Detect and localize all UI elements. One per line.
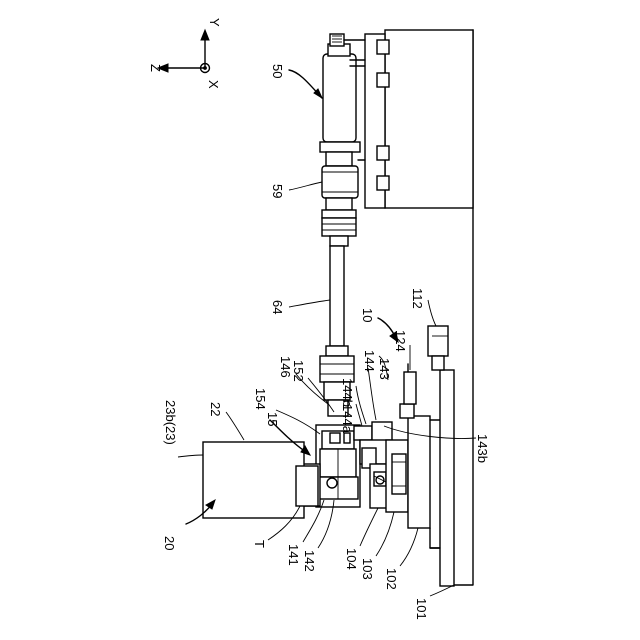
reducer-output	[326, 198, 352, 210]
label-104: 104	[344, 548, 359, 570]
mount-bolt-3	[377, 146, 389, 160]
label-22: 22	[208, 402, 223, 416]
label-T: T	[252, 540, 267, 548]
reducer-59	[322, 166, 358, 198]
y-axis-label: Y	[207, 18, 222, 27]
label-144b: 144b	[340, 378, 355, 407]
shaft-collar-bottom	[326, 346, 348, 356]
table-102	[408, 416, 430, 528]
table-assembly	[386, 326, 454, 586]
label-154: 154	[253, 388, 268, 410]
label-64: 64	[270, 300, 285, 314]
axis-indicator: Y Z X	[148, 18, 222, 89]
part-144a	[354, 426, 372, 440]
table-101-rail	[440, 370, 454, 586]
mount-bolt-4	[377, 176, 389, 190]
shaft-body	[330, 246, 344, 346]
label-10: 10	[360, 308, 375, 322]
label-102: 102	[384, 568, 399, 590]
label-144: 144	[362, 350, 377, 372]
column-22	[203, 442, 318, 518]
label-144a: 144a	[340, 404, 355, 434]
coupling-neck	[326, 152, 352, 166]
label-15: 15	[265, 412, 280, 426]
label-101: 101	[414, 598, 429, 620]
column-23b	[203, 442, 304, 518]
x-axis-dot	[204, 67, 207, 70]
label-142: 142	[302, 550, 317, 572]
motor-body	[323, 54, 356, 142]
holder-socket	[330, 433, 340, 443]
label-143b: 143b	[475, 434, 490, 463]
label-152: 152	[291, 360, 306, 382]
x-axis-label: X	[206, 80, 221, 89]
label-50: 50	[270, 64, 285, 78]
feed-nut-124	[400, 404, 414, 418]
label-103: 103	[360, 558, 375, 580]
label-141: 141	[286, 544, 301, 566]
feed-screw-124	[404, 372, 416, 404]
label-124: 124	[393, 330, 408, 352]
feed-motor-112	[428, 326, 448, 356]
drive-housing	[385, 30, 473, 208]
drive-unit-50	[320, 30, 473, 246]
column-arm	[296, 466, 318, 506]
z-axis-label: Z	[148, 64, 163, 72]
motor-flange	[320, 142, 360, 152]
label-59: 59	[270, 184, 285, 198]
mount-bolt-1	[377, 40, 389, 54]
shaft-coupler-top	[322, 218, 356, 236]
y-arrowhead	[201, 30, 209, 40]
label-20: 20	[162, 536, 177, 550]
label-112: 112	[410, 288, 425, 309]
label-23b: 23b(23)	[163, 400, 178, 445]
shaft-collar-top	[330, 236, 348, 246]
label-146: 146	[278, 356, 293, 378]
mount-bolt-2	[377, 73, 389, 87]
shaft-flange-top	[322, 210, 356, 218]
label-143: 143	[377, 358, 392, 380]
